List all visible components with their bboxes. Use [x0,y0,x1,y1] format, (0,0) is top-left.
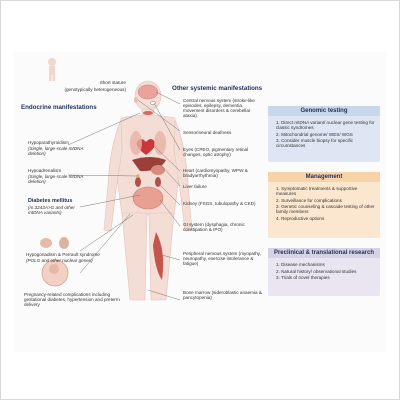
testis-icon [59,237,69,249]
eyes-label: Eyes (CPEO, pigmentary retinal changes, … [183,147,249,158]
hypoadrenalism-label: Hypoadrenalism [28,168,62,173]
research-item: 2. Natural history/ observational studie… [276,268,357,274]
ovary-icon [40,238,52,248]
stomach-icon [151,165,165,175]
short-stature-note: (genotypically heterogeneous) [64,87,126,92]
management-item: 3. Genetic counseling & cascade testing … [276,204,375,215]
hypogonadism-note: (POLG and other nuclear genes) [26,258,93,263]
research-item: 3. Trials of novel therapies [276,275,330,281]
genomic-testing-title: Genomic testing [268,106,380,116]
brain-icon [137,84,159,100]
deafness-label: Sensorineural deafness [183,130,232,135]
kidney-right-icon [155,177,161,187]
diabetes-note: (m.3243A>G and other mtDNA variants) [28,205,75,216]
management-title: Management [268,172,380,182]
hypogonadism-label: Hypogonadism & Perrault syndrome [26,252,100,257]
genomic-testing-box: Genomic testing 1. Direct mtDNA variant/… [268,106,380,162]
liver-label: Liver failure [183,184,207,189]
intestine-icon [132,186,164,210]
pns-label: Peripheral nervous system (myopathy, neu… [183,251,262,267]
management-item: 4. Reproductive options [276,215,325,221]
bone-marrow-label: Bone marrow (sideroblastic anaemia & pan… [183,290,262,301]
kidney-left-icon [135,177,141,187]
genomic-item: 3. Consider muscle biopsy for specific c… [276,138,354,149]
heart-label: Heart (cardiomyopathy, WPW & bradyarrhyt… [183,168,248,179]
muscle-icon [153,232,164,280]
fetus-head-icon [49,264,59,274]
short-stature-figure [48,58,56,81]
lung-left-icon [130,131,142,155]
lung-right-icon [154,131,166,155]
management-box: Management 1. Symptomatic treatments & s… [268,172,380,238]
research-title: Preclinical & translational research [268,248,380,258]
hypoadrenalism-note: (Single, large-scale mtDNA deletion) [28,174,84,185]
genomic-item: 1. Direct mtDNA variant/ nuclear gene te… [276,120,375,131]
ear-icon [134,97,138,103]
endocrine-title: Endocrine manifestations [21,104,97,111]
systemic-title: Other systemic manifestations [172,85,263,92]
genomic-item: 2. Mitochondrial genome/ WES/ WGS [276,131,353,137]
hypoparathyroidism-note: (Single, large-scale mtDNA deletion) [28,146,84,157]
research-item: 1. Disease mechanisms [276,262,325,267]
kidney-label: Kidney (FSGS, tubulopathy & CKD) [183,201,256,206]
management-item: 1. Symptomatic treatments & supportive m… [276,186,358,197]
short-stature-label: Short stature [99,80,126,85]
gi-label: GI system (dysphagia, chronic constipati… [183,222,245,233]
hypoparathyroidism-label: Hypoparathyroidism [28,140,69,145]
adrenal-icon [136,174,140,178]
cns-label: Central nervous system (stroke-like epis… [183,98,255,119]
diabetes-label: Diabetes mellitus [28,198,73,204]
pregnancy-label: Pregnancy-related complications includin… [24,292,120,308]
research-box: Preclinical & translational research 1. … [268,248,380,296]
thyroid-icon [143,111,153,115]
management-item: 2. Surveillance for complications [276,197,342,203]
leader-lines [67,91,181,301]
